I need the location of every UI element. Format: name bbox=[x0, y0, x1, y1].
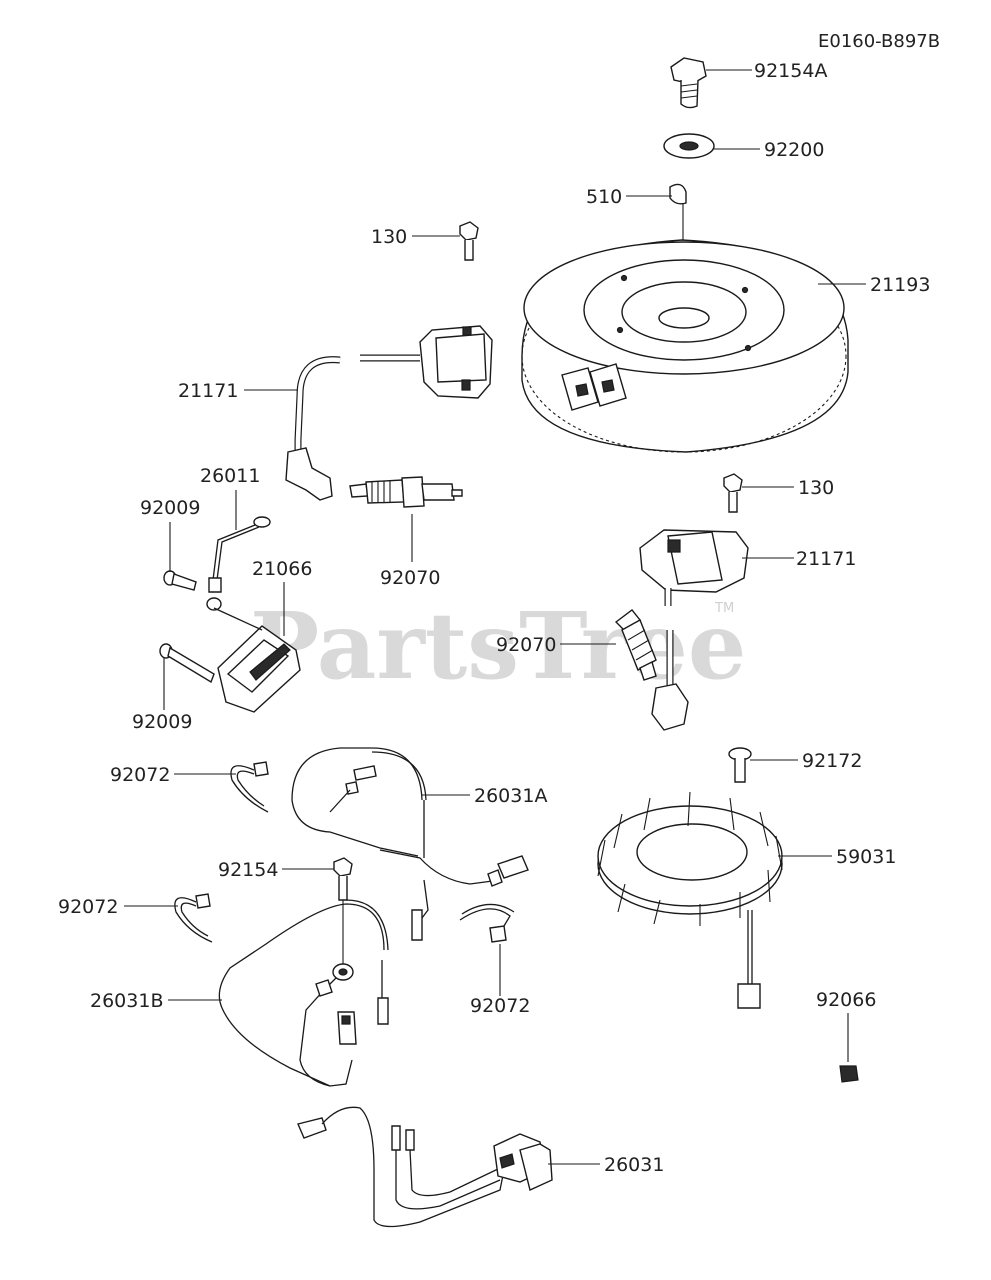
ignition-coil-21171-left[interactable] bbox=[285, 325, 493, 501]
screw-130-right[interactable] bbox=[723, 473, 743, 513]
spark-plug-92070-left[interactable] bbox=[349, 476, 463, 508]
callout-26011: 26011 bbox=[200, 465, 260, 487]
callout-21171-left: 21171 bbox=[178, 380, 238, 402]
callout-92009-bottom: 92009 bbox=[132, 711, 192, 733]
nut-92066[interactable] bbox=[839, 1065, 859, 1083]
harness-26031B[interactable] bbox=[218, 899, 389, 1087]
callout-21171-right: 21171 bbox=[796, 548, 856, 570]
callout-26031: 26031 bbox=[604, 1154, 664, 1176]
flywheel-21193[interactable] bbox=[521, 239, 849, 453]
module-21066[interactable] bbox=[213, 607, 301, 713]
callout-92154: 92154 bbox=[218, 859, 278, 881]
callout-92072-mid: 92072 bbox=[58, 896, 118, 918]
wire-tie-92072-mid[interactable] bbox=[174, 893, 213, 943]
callout-92070-right: 92070 bbox=[496, 634, 556, 656]
callout-510: 510 bbox=[586, 186, 622, 208]
callout-130-top: 130 bbox=[371, 226, 407, 248]
stator-59031[interactable] bbox=[597, 791, 783, 1009]
callout-59031: 59031 bbox=[836, 846, 896, 868]
ground-lead-26011[interactable] bbox=[206, 516, 271, 611]
callout-21193: 21193 bbox=[870, 274, 930, 296]
callout-92172: 92172 bbox=[802, 750, 862, 772]
callout-21066: 21066 bbox=[252, 558, 312, 580]
watermark: PartsTree bbox=[250, 592, 746, 700]
callout-26031B: 26031B bbox=[90, 990, 163, 1012]
callout-92072-right: 92072 bbox=[470, 995, 530, 1017]
callout-92200: 92200 bbox=[764, 139, 824, 161]
spark-plug-92070-right[interactable] bbox=[614, 609, 657, 681]
callout-92009-top: 92009 bbox=[140, 497, 200, 519]
harness-26031[interactable] bbox=[297, 1106, 553, 1228]
leader-lines bbox=[124, 69, 866, 1165]
watermark-tm: TM bbox=[714, 601, 734, 616]
callout-92154A: 92154A bbox=[754, 60, 827, 82]
callout-130-right: 130 bbox=[798, 477, 834, 499]
callout-92066: 92066 bbox=[816, 989, 876, 1011]
screw-130-top[interactable] bbox=[459, 221, 479, 261]
screw-92154[interactable] bbox=[333, 857, 353, 968]
screw-92009-bottom[interactable] bbox=[159, 643, 215, 684]
wire-tie-92072-top[interactable] bbox=[230, 761, 269, 813]
diagram-code: E0160-B897B bbox=[818, 31, 940, 52]
bolt-92154A[interactable] bbox=[670, 57, 707, 109]
washer-92200[interactable] bbox=[663, 133, 715, 159]
callout-92070-left: 92070 bbox=[380, 567, 440, 589]
callout-26031A: 26031A bbox=[474, 785, 547, 807]
screw-92172[interactable] bbox=[728, 747, 752, 783]
wire-tie-92072-right[interactable] bbox=[459, 903, 515, 943]
harness-26031A[interactable] bbox=[291, 747, 529, 941]
ignition-coil-21171-right[interactable] bbox=[639, 529, 749, 731]
key-510[interactable] bbox=[669, 183, 687, 205]
callout-92072-top: 92072 bbox=[110, 764, 170, 786]
screw-92009-top[interactable] bbox=[163, 570, 197, 591]
